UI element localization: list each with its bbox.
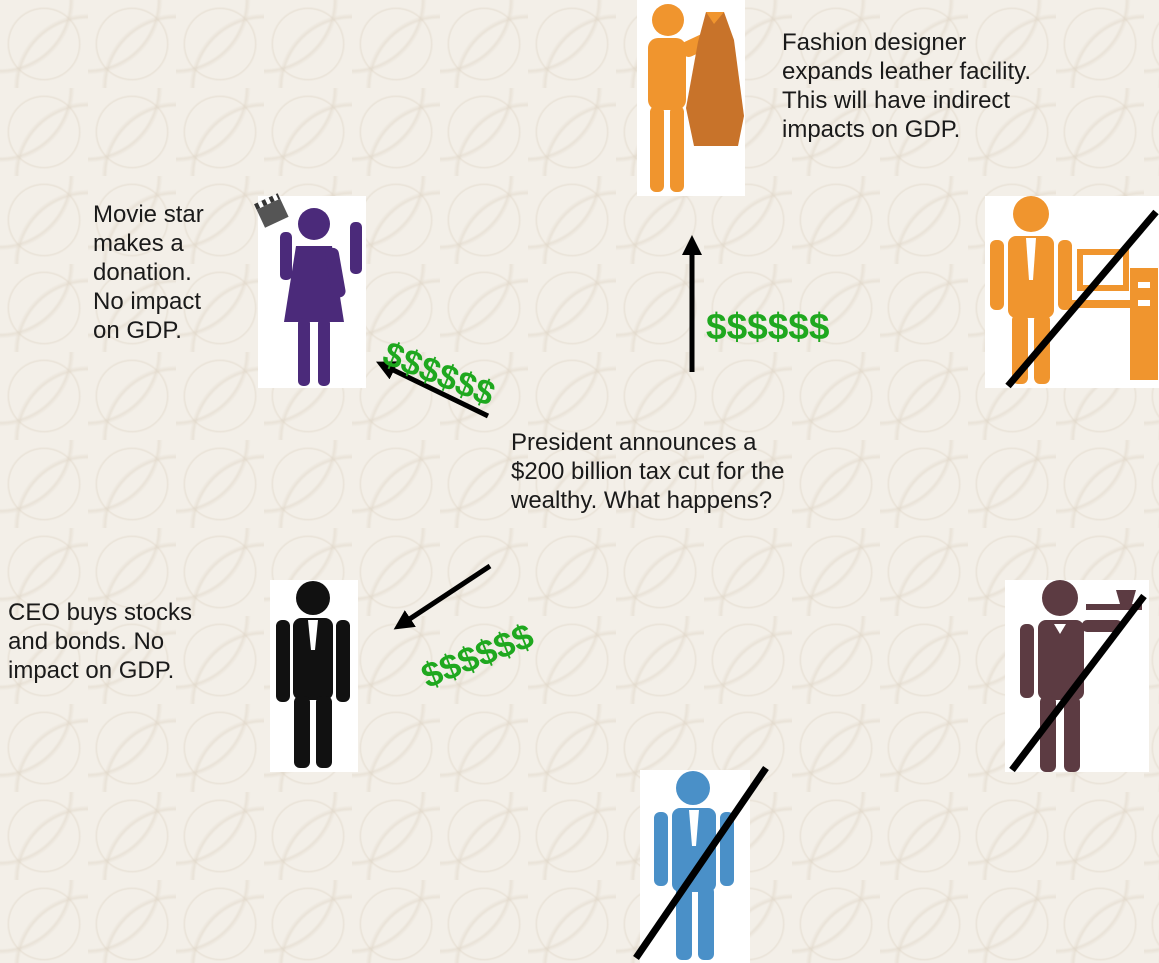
ceo-text-line-2: and bonds. No (8, 628, 165, 655)
center-text: President announces a $200 billion tax c… (511, 428, 785, 515)
movie-text-line-1: Movie star (93, 201, 204, 228)
clerk-icon (654, 771, 734, 960)
movie-star-icon (254, 193, 362, 386)
strike-waiter (1009, 593, 1147, 773)
fashion-text-line-4: impacts on GDP. (782, 116, 961, 143)
center-text-line-3: wealthy. What happens? (511, 487, 773, 514)
movie-text: Movie star makes a donation. No impact o… (93, 200, 204, 345)
fashion-text: Fashion designer expands leather facilit… (782, 28, 1031, 144)
strike-clerk (633, 766, 769, 960)
fashion-text-line-3: This will have indirect (782, 87, 1011, 114)
ceo-text-line-3: impact on GDP. (8, 657, 175, 684)
fashion-designer-icon (648, 4, 744, 192)
fashion-text-line-2: expands leather facility. (782, 58, 1032, 85)
office-worker-icon (990, 196, 1158, 384)
movie-text-line-4: No impact (93, 288, 202, 315)
movie-text-line-2: makes a (93, 230, 184, 257)
movie-text-line-3: donation. (93, 259, 192, 286)
arrow-to-movie-star (376, 361, 490, 419)
center-text-line-1: President announces a (511, 429, 757, 456)
strike-office-worker (1005, 209, 1159, 389)
arrow-to-ceo (393, 563, 492, 630)
ceo-icon (276, 581, 350, 768)
ceo-text-line-1: CEO buys stocks (8, 599, 193, 626)
money-up: $$$$$$ (706, 306, 830, 347)
center-text-line-2: $200 billion tax cut for the (511, 458, 785, 485)
ceo-text: CEO buys stocks and bonds. No impact on … (8, 598, 192, 685)
fashion-text-line-1: Fashion designer (782, 29, 967, 56)
movie-text-line-5: on GDP. (93, 317, 182, 344)
